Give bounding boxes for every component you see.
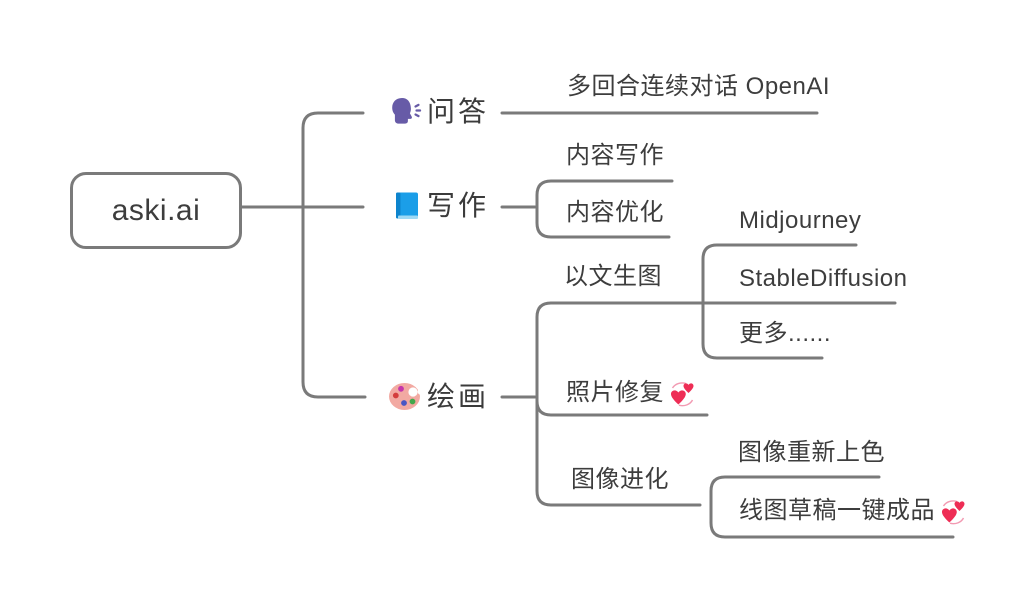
node-recolor-label: 图像重新上色: [738, 439, 885, 466]
node-content-optimize-label: 内容优化: [566, 199, 664, 226]
node-image-evolve-label: 图像进化: [571, 466, 669, 493]
edge-main-trunk: [301, 111, 367, 399]
node-more-label: 更多......: [739, 320, 832, 347]
blue-book-icon: [396, 192, 418, 219]
node-content-writing: 内容写作: [566, 142, 664, 169]
node-sketch-to-art-label: 线图草稿一键成品: [739, 497, 935, 525]
revolving-hearts-icon: [941, 500, 965, 525]
edge-drawing-trunk: [535, 301, 702, 507]
node-content-optimize: 内容优化: [566, 199, 664, 226]
node-content-writing-label: 内容写作: [566, 142, 664, 169]
node-photo-restore-label: 照片修复: [566, 379, 664, 407]
node-qa: 问答: [427, 96, 490, 127]
node-stablediffusion-label: StableDiffusion: [739, 265, 908, 292]
edge-writing-bracket: [535, 179, 674, 239]
node-stablediffusion: StableDiffusion: [739, 265, 908, 292]
node-recolor: 图像重新上色: [738, 439, 885, 466]
node-midjourney-label: Midjourney: [739, 207, 862, 234]
revolving-hearts-icon: [670, 382, 694, 407]
node-qa-dialog: 多回合连续对话 OpenAI: [567, 73, 831, 100]
node-text2img: 以文生图: [564, 263, 662, 290]
node-writing: 写作: [427, 190, 490, 221]
edge-text2img-bracket: [701, 243, 858, 360]
artist-palette-icon: [389, 383, 423, 410]
node-more: 更多......: [739, 320, 832, 347]
node-image-evolve: 图像进化: [571, 466, 669, 493]
edge-photo-restore: [535, 399, 709, 417]
edge-evolve-bracket: [709, 475, 955, 539]
node-text2img-label: 以文生图: [564, 263, 662, 290]
node-photo-restore: 照片修复: [566, 379, 696, 407]
node-qa-dialog-label: 多回合连续对话 OpenAI: [567, 73, 831, 100]
root-node: aski.ai: [70, 172, 242, 249]
node-midjourney: Midjourney: [739, 207, 862, 234]
speaking-head-icon: [392, 98, 422, 124]
root-label: aski.ai: [111, 193, 201, 227]
node-sketch-to-art: 线图草稿一键成品: [739, 497, 967, 525]
node-drawing: 绘画: [427, 381, 490, 412]
